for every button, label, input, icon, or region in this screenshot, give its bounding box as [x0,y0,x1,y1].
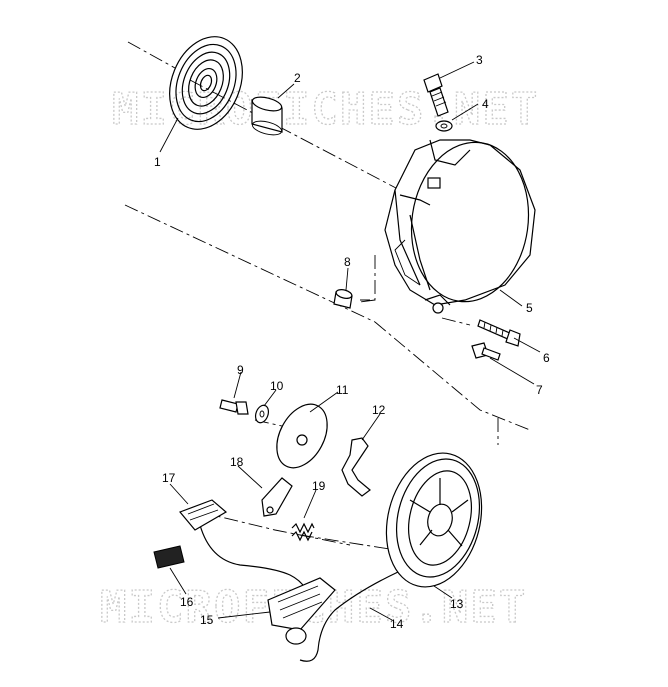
friction-plate [276,403,328,469]
callout-12: 12 [372,403,386,417]
rope-pulley [385,452,483,588]
alignment-lines [124,41,531,561]
starter-rope [199,524,399,662]
callout-7: 7 [536,383,543,397]
bushing [251,96,283,136]
washer-top [435,120,453,132]
label-tag [153,545,185,569]
callout-9: 9 [237,363,244,377]
small-bushing [333,289,353,309]
handle-insert [178,499,228,531]
callout-10: 10 [270,379,284,393]
callout-numbers: 1 2 3 4 5 6 7 8 9 10 11 12 13 14 15 16 1… [154,53,550,631]
callout-1: 1 [154,155,161,169]
callout-2: 2 [294,71,301,85]
callout-13: 13 [450,597,464,611]
screw [219,399,249,415]
callout-3: 3 [476,53,483,67]
callout-5: 5 [526,301,533,315]
callout-18: 18 [230,455,244,469]
starter-handle [267,577,336,645]
pawl [261,477,293,517]
callout-16: 16 [180,595,194,609]
bolt-top [423,73,449,117]
recoil-housing [384,139,536,314]
callout-8: 8 [344,255,351,269]
recoil-spring [169,36,243,130]
callout-11: 11 [336,383,349,397]
callout-19: 19 [312,479,326,493]
coil-spring [291,522,315,542]
leader-lines [159,61,541,621]
bolt-long [477,319,521,347]
spring-clip [341,437,371,497]
callout-4: 4 [482,97,489,111]
callout-14: 14 [390,617,404,631]
callout-6: 6 [543,351,550,365]
callout-15: 15 [200,613,214,627]
callout-17: 17 [162,471,176,485]
bolt-short [471,342,501,361]
washer-small [254,404,270,424]
